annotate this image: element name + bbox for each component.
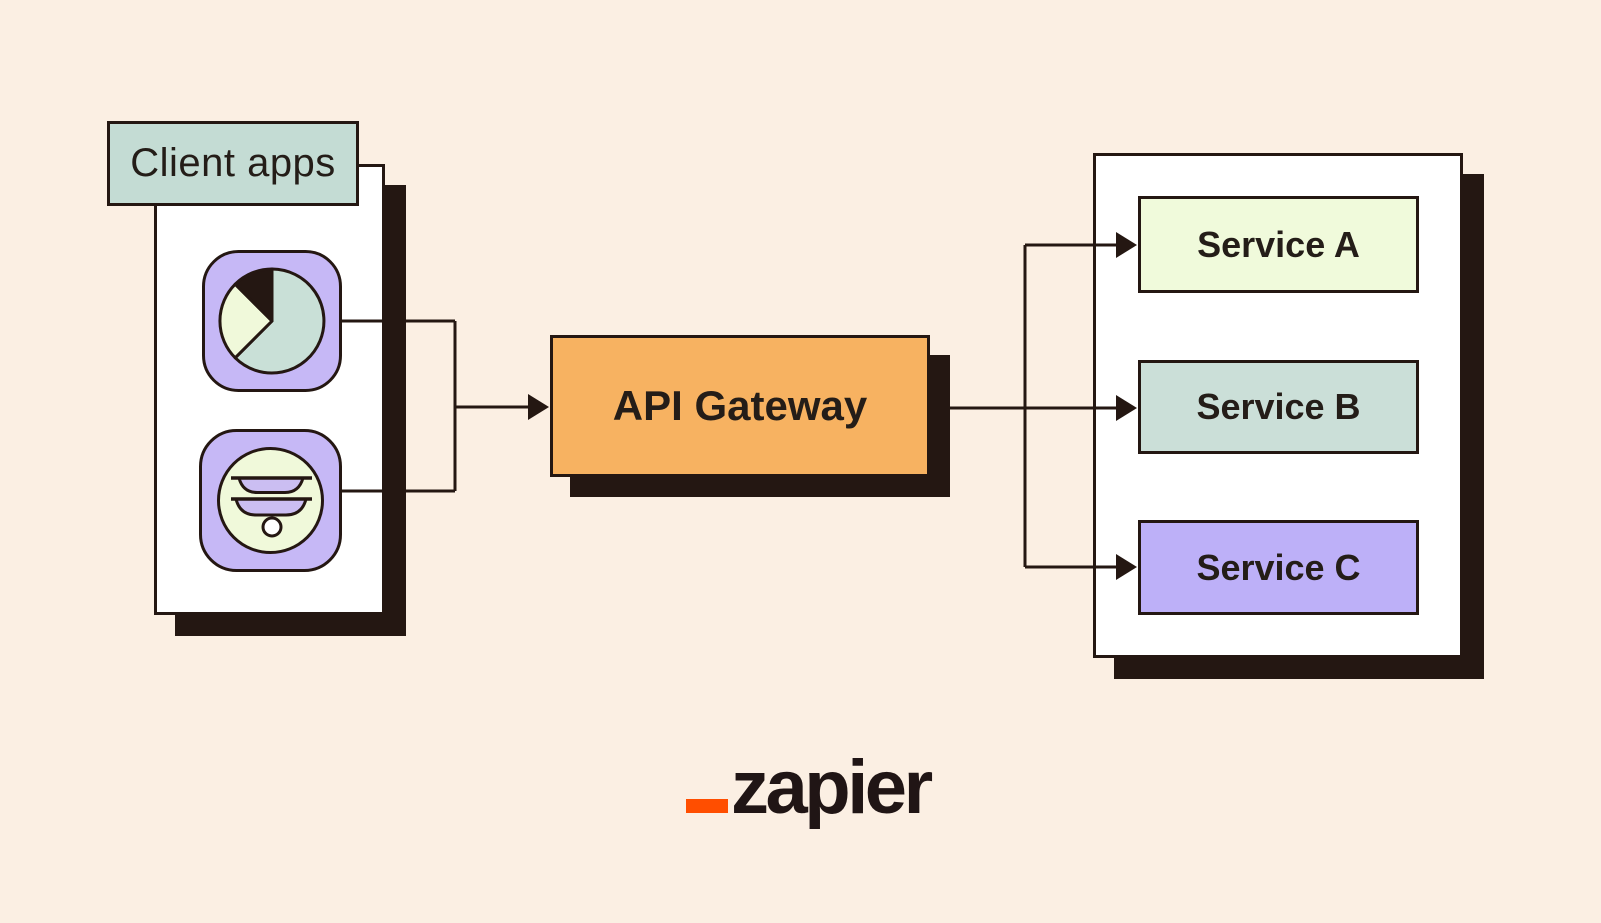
arrowhead-into-gateway — [528, 394, 549, 420]
api-gateway-box: API Gateway — [550, 335, 930, 477]
tray-bowl-top — [237, 476, 305, 494]
gateway-to-services-lines — [929, 243, 1117, 569]
pie-slice-cream — [218, 282, 274, 360]
tray-bowl-bottom — [234, 497, 308, 517]
tray-dot — [261, 516, 283, 538]
zapier-logo: zapier — [686, 744, 933, 831]
stacked-trays-app-icon — [199, 429, 342, 572]
service-a-box: Service A — [1138, 196, 1419, 293]
zapier-wordmark: zapier — [731, 745, 933, 830]
service-b-box: Service B — [1138, 360, 1419, 454]
pie-slice-mint — [233, 267, 326, 375]
client-apps-label: Client apps — [107, 121, 359, 206]
zapier-logo-underscore — [686, 799, 728, 813]
service-c-box: Service C — [1138, 520, 1419, 615]
pie-slice-dark — [233, 267, 274, 323]
pie-chart-app-icon — [202, 250, 342, 392]
